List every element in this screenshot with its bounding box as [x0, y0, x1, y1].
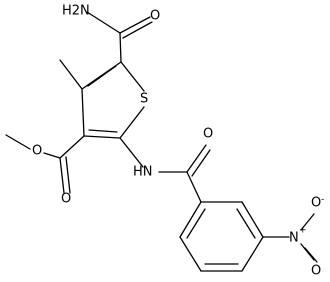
bond-c5-c4-double	[87, 65, 117, 87]
atom-label-methoxy-oxygen: O	[32, 144, 42, 159]
bond-c3-ester-carbon	[59, 135, 85, 159]
bond-ar6-ar1-double	[186, 208, 206, 239]
bond-ar2-ar3-double	[236, 208, 256, 239]
bond-ester-c-o-double	[59, 157, 65, 194]
bond-ar3-ar4	[241, 236, 264, 272]
bond-s-c2	[119, 106, 145, 139]
bond-carbonyl-ring	[119, 32, 122, 63]
atom-label-nitro-nitrogen: N	[289, 231, 299, 246]
bond-c3-c4	[81, 88, 85, 137]
bond-n-o-lower-double	[304, 247, 318, 263]
atom-label-nitro-oxygen-upper: O	[311, 196, 321, 211]
bond-carbonyl-oxygen-double	[122, 21, 153, 39]
bond-carbonyl-oxygen	[119, 16, 151, 34]
atom-label-amide-nh: HN	[133, 165, 153, 180]
bond-c2-c3-double	[88, 129, 118, 133]
atom-label-amide-oxygen: O	[150, 9, 160, 24]
bond-n-o-lower	[300, 243, 315, 261]
bond-methyl	[59, 59, 83, 90]
bond-c5-s	[120, 61, 145, 92]
atom-label-benzoyl-oxygen: O	[203, 127, 213, 142]
atom-label-nitro-oxygen-lower: O	[311, 264, 321, 279]
bond-nh2-carbonyl	[86, 11, 121, 34]
bond-n-o-upper	[300, 213, 315, 231]
atom-label-nitro-oxygen-upper-charge: -	[321, 195, 324, 205]
bond-carbonyl-phenyl	[186, 171, 202, 203]
bond-ar2-ar3	[241, 201, 264, 238]
atom-label-amide-nh2: H2N	[62, 4, 90, 19]
atom-label-nitro-nitrogen-charge: +	[299, 226, 307, 236]
bond-o-methyl	[5, 134, 31, 150]
bond-ar6-ar1	[179, 201, 202, 238]
bond-ar5-ar6	[179, 236, 202, 272]
bond-ester-c-o-double-2	[65, 156, 71, 194]
atom-labels: H2N O S O O HN O N + O - O	[32, 4, 324, 279]
bond-c2-nh	[119, 137, 144, 168]
bond-ester-c-o-single	[43, 152, 61, 159]
atom-label-sulfur: S	[140, 92, 148, 107]
bond-c2-c3	[83, 135, 121, 139]
atom-label-ester-carbonyl-oxygen: O	[61, 192, 71, 207]
bond-benzoyl-carbonyl-o-double	[191, 149, 211, 177]
bond-benzoyl-carbonyl-o	[186, 144, 207, 173]
bonds	[5, 11, 318, 272]
